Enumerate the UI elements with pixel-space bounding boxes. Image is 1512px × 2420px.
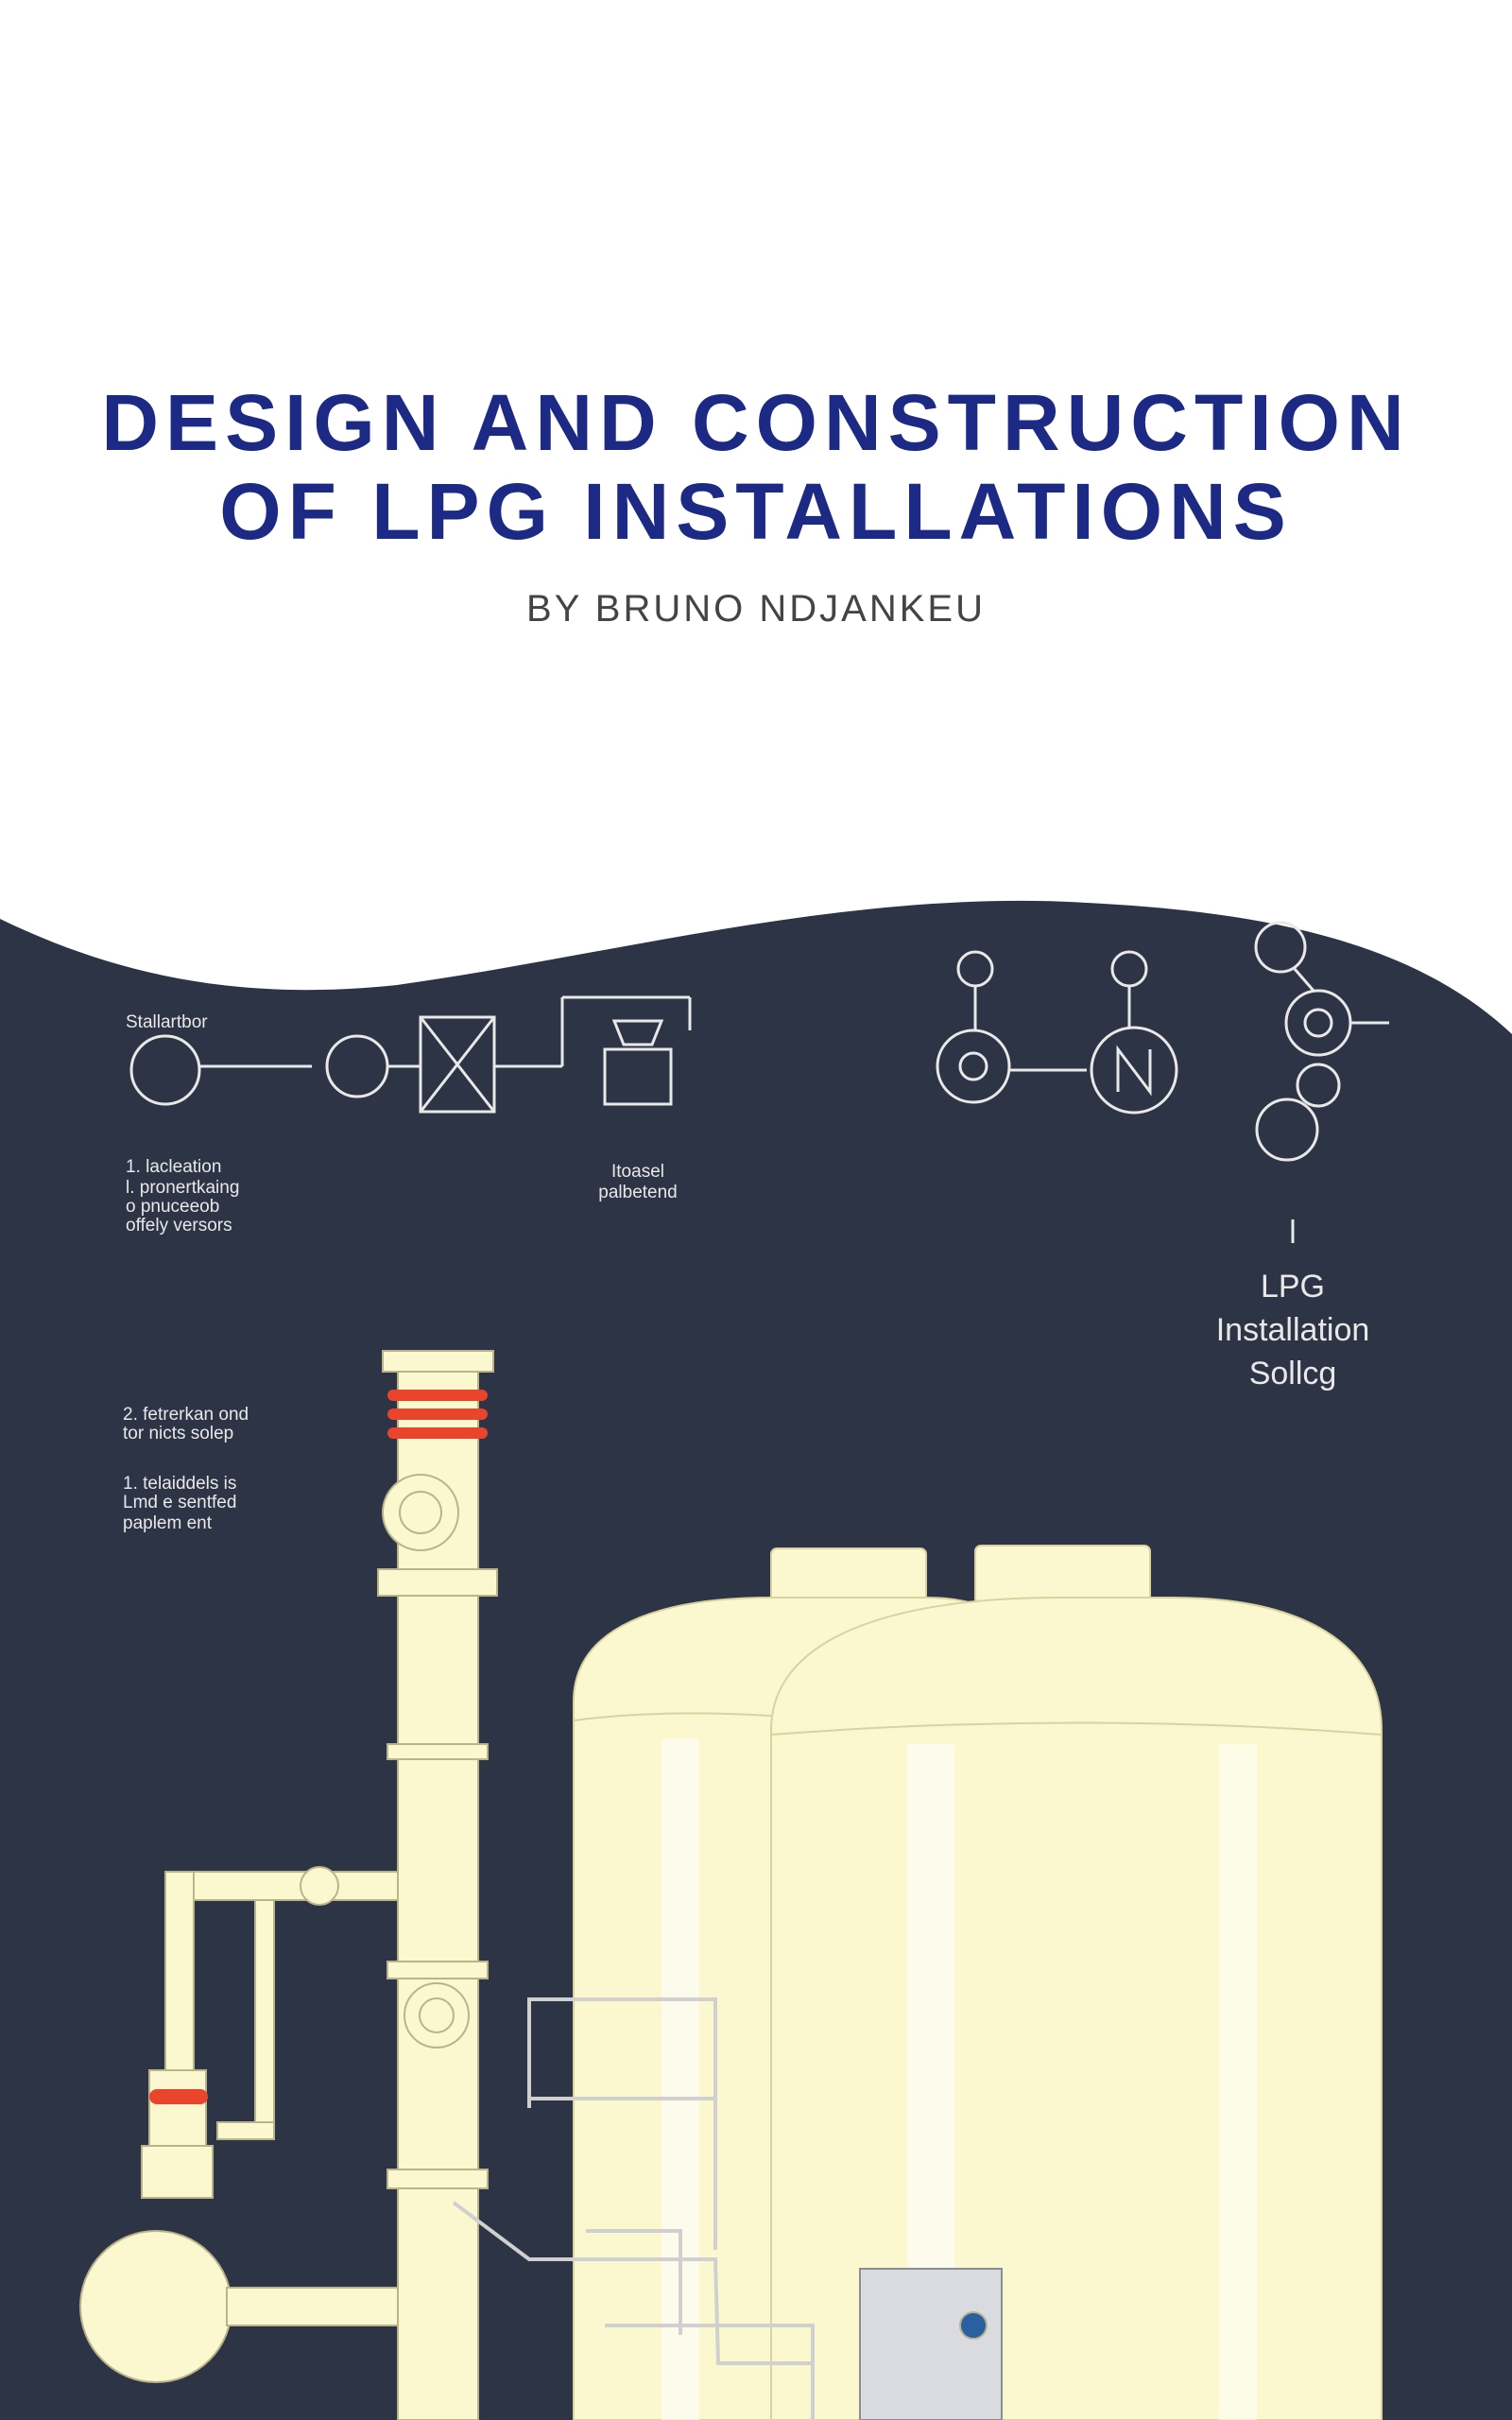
heater-coils xyxy=(149,1390,488,2104)
diagram-caption: Installation xyxy=(1216,1312,1370,1348)
diagram-label: 1. lacleation xyxy=(126,1157,221,1177)
diagram-label: Lmd e sentfed xyxy=(123,1493,236,1512)
pipe-assembly xyxy=(79,1350,1003,2420)
title-line-1: DESIGN AND CONSTRUCTION xyxy=(101,378,1411,467)
schematic-diagram xyxy=(129,921,1389,1243)
gauge-lines xyxy=(452,1997,815,2420)
diagram-label: Stallartbor xyxy=(126,1012,208,1032)
diagram-label: palbetend xyxy=(598,1183,677,1202)
author-byline: BY BRUNO NDJANKEU xyxy=(526,588,986,630)
diagram-label: paplem ent xyxy=(123,1513,213,1533)
diagram-label: o pnuceeob xyxy=(126,1197,219,1217)
diagram-caption: Sollcg xyxy=(1249,1356,1337,1392)
diagram-caption: LPG xyxy=(1261,1269,1325,1305)
diagram-label: l. pronertkaing xyxy=(126,1178,239,1198)
diagram-label: 1. telaiddels is xyxy=(123,1474,236,1494)
diagram-label: tor nicts solep xyxy=(123,1424,233,1443)
lpg-tanks xyxy=(573,1545,1383,2420)
book-title: DESIGN AND CONSTRUCTION OF LPG INSTALLAT… xyxy=(0,378,1512,556)
title-line-2: OF LPG INSTALLATIONS xyxy=(219,467,1293,556)
diagram-label: Itoasel xyxy=(611,1162,664,1182)
diagram-label: offely versors xyxy=(126,1216,232,1236)
diagram-label: 2. fetrerkan ond xyxy=(123,1405,249,1425)
